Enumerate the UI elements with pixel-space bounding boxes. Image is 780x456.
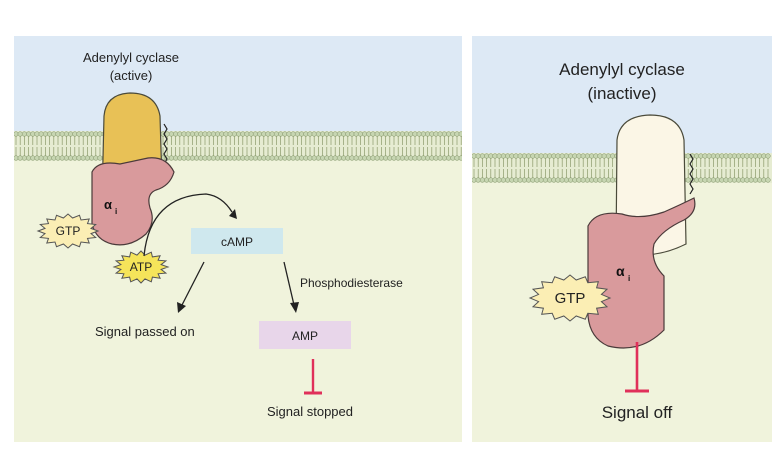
gtp-burst-left (36, 213, 100, 249)
g-alpha-label-left: α (104, 197, 112, 212)
left-membrane (14, 131, 462, 161)
amp-box (259, 321, 351, 349)
gtp-label-right: GTP (555, 290, 586, 307)
left-panel: α i GTP ATP cAMP Signal passed on Phosph… (14, 36, 462, 442)
gtp-burst-right (528, 274, 612, 322)
camp-to-amp-arrowhead (290, 302, 299, 313)
gtp-label-left: GTP (56, 224, 81, 238)
atp-to-camp-arrowhead (229, 209, 237, 219)
camp-box (191, 228, 283, 254)
camp-to-signal-arrowhead (177, 302, 186, 313)
camp-label: cAMP (221, 235, 253, 249)
signal-passed-label: Signal passed on (95, 324, 195, 339)
enzyme-active-label-line1: Adenylyl cyclase (83, 50, 179, 65)
signal-off-label: Signal off (602, 403, 673, 422)
amp-label: AMP (292, 329, 318, 343)
enzyme-inactive-label-line2: (inactive) (588, 84, 657, 103)
camp-to-amp-arrow (283, 261, 295, 306)
signal-stopped-label: Signal stopped (267, 404, 353, 419)
atp-burst (112, 250, 170, 284)
left-extracellular (14, 36, 462, 132)
g-alpha-subscript-left: i (115, 207, 117, 216)
g-alpha-subscript-right: i (628, 274, 630, 283)
atp-label: ATP (130, 260, 152, 274)
left-cyclase-anchor (163, 123, 168, 165)
camp-to-signal-arrow (181, 261, 205, 306)
right-cyclase-anchor (689, 153, 694, 195)
atp-to-camp-arrow (143, 193, 233, 257)
enzyme-active-label-line2: (active) (110, 68, 153, 83)
phosphodiesterase-label: Phosphodiesterase (300, 276, 403, 290)
g-alpha-label-right: α (616, 263, 625, 279)
g-alpha-subunit-left (91, 157, 175, 246)
enzyme-inactive-label-line1: Adenylyl cyclase (559, 60, 685, 79)
right-panel: α i GTP Signal off Adenylyl cyclase (ina… (472, 36, 772, 442)
g-alpha-subunit-right (587, 197, 696, 349)
